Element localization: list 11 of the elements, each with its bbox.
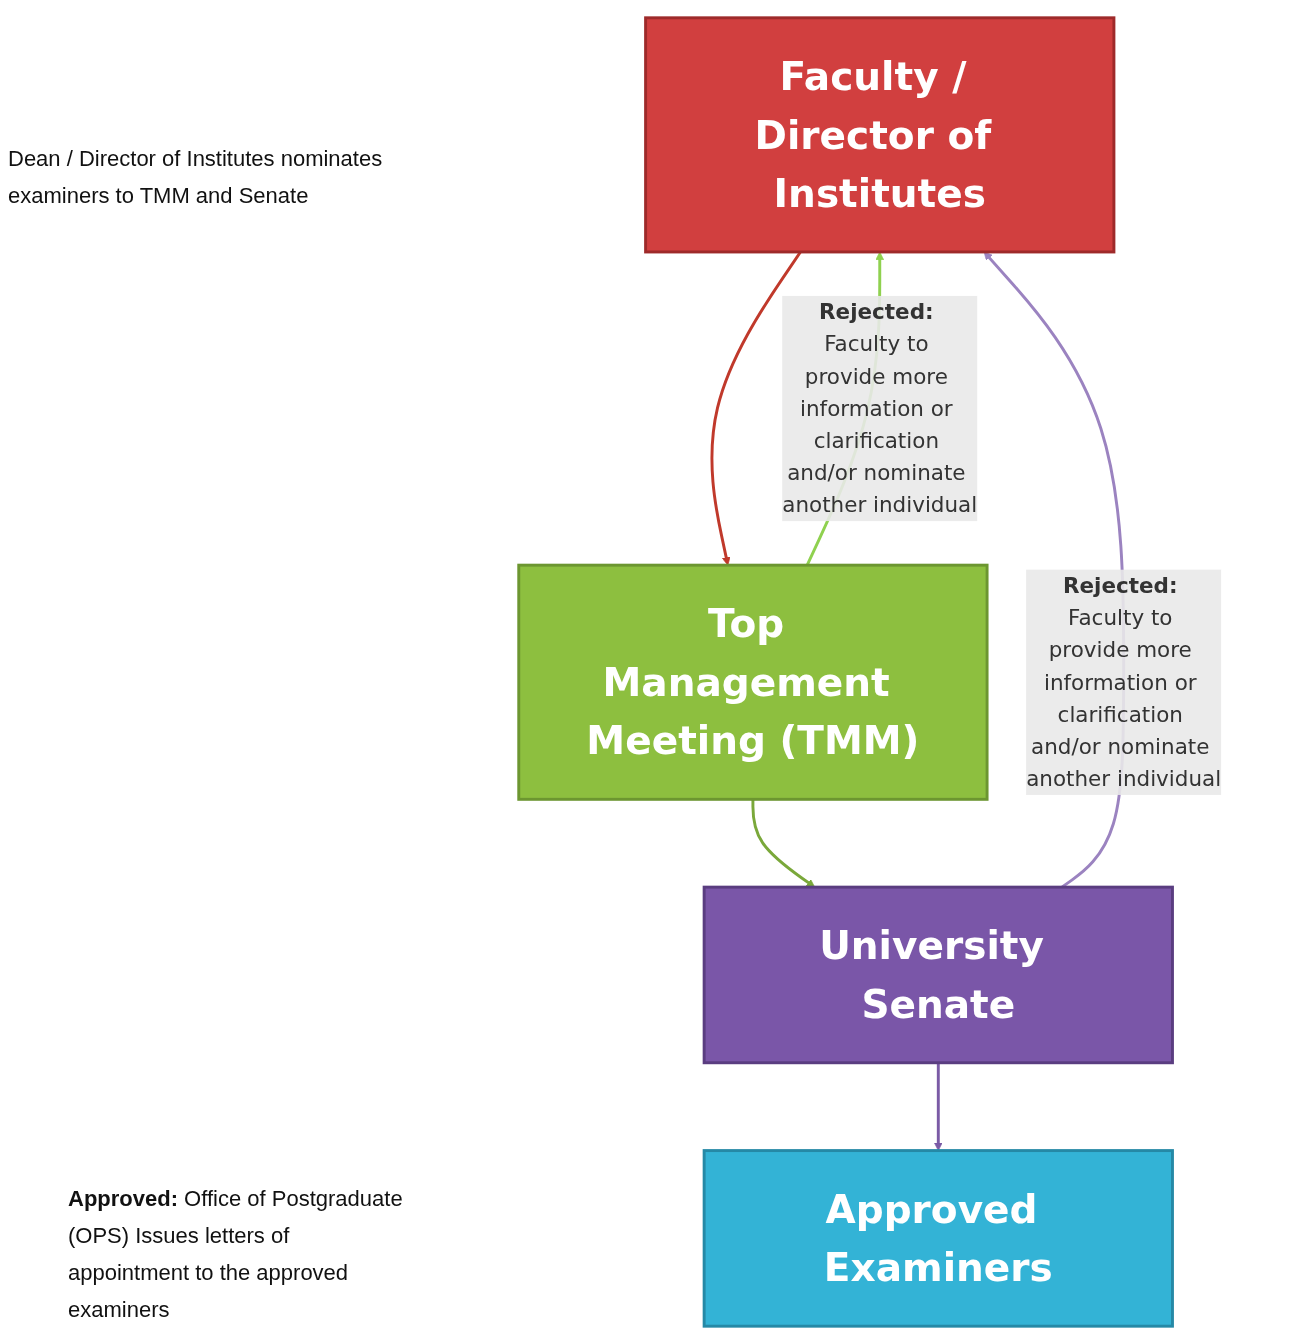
node-box: University Senate xyxy=(702,885,1174,1065)
node-box: Approved Examiners xyxy=(702,1149,1174,1328)
edge-label: Rejected: Faculty to provide more information or clarification and/or nominate another individual xyxy=(1026,573,1222,792)
note-text: Dean / Director of Institutes nominates examiners to TMM and Senate xyxy=(8,145,384,210)
arrow xyxy=(934,1062,943,1151)
arrow xyxy=(751,799,816,888)
arrow xyxy=(710,251,802,566)
note-text: Approved: Office of Postgraduate (OPS) Issues letters of appointment to the approved examiners xyxy=(68,1185,404,1324)
node-box: Top Management Meeting (TMM) xyxy=(517,563,989,801)
edge-label: Rejected: Faculty to provide more information or clarification and/or nominate another individual xyxy=(782,299,978,518)
node-box: Faculty / Director of Institutes xyxy=(644,16,1116,254)
